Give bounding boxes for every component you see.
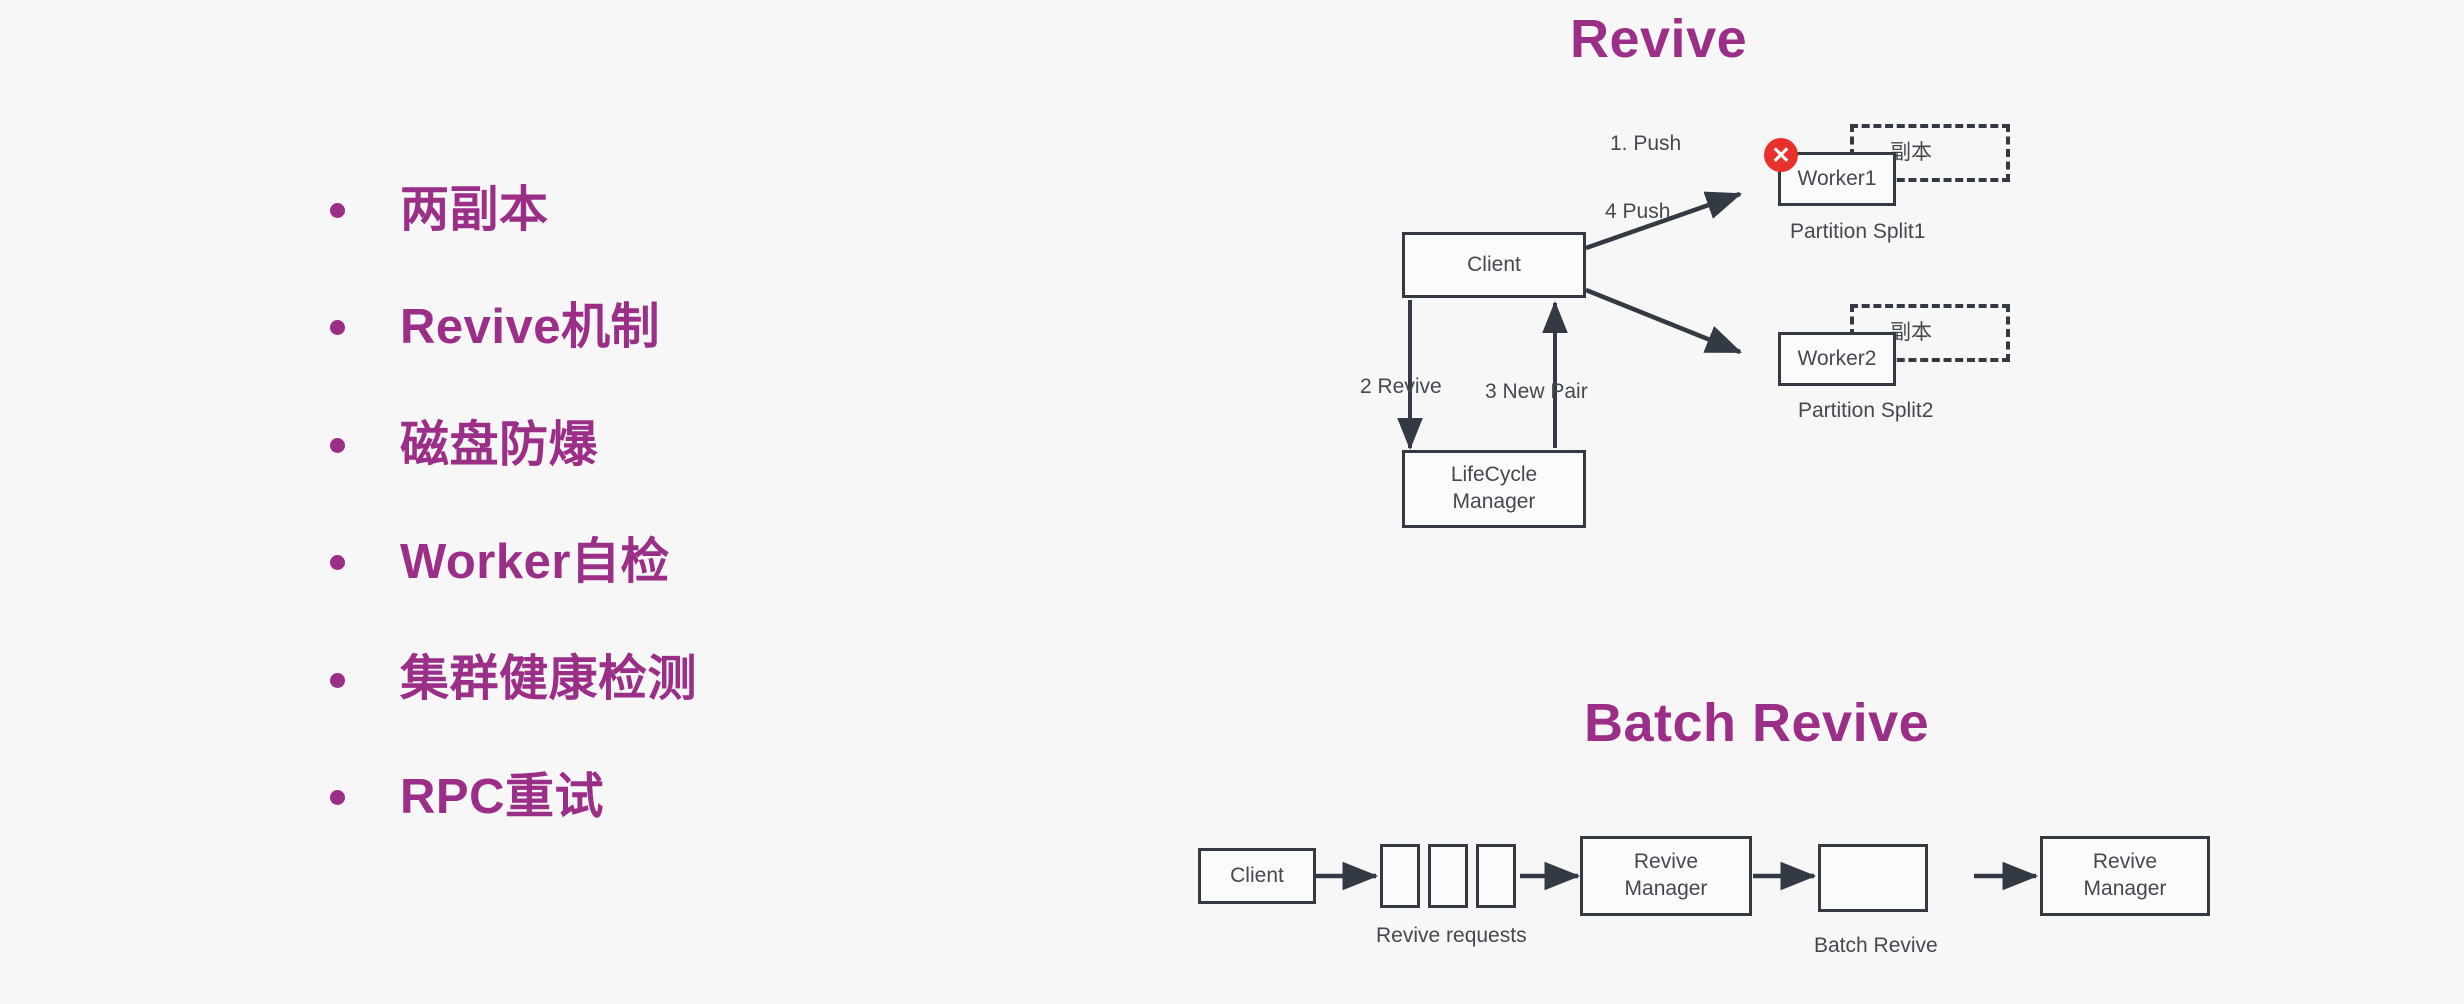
edge-label-push-1: 1. Push xyxy=(1610,132,1682,155)
caption-batch-revive: Batch Revive xyxy=(1814,934,1938,957)
node-worker1[interactable]: Worker1 xyxy=(1778,152,1896,206)
lifecycle-manager-line1: LifeCycle xyxy=(1450,463,1538,487)
bullet-label: 磁盘防爆 xyxy=(400,417,599,472)
node-client[interactable]: Client xyxy=(1402,232,1586,298)
node-revive-request-1[interactable] xyxy=(1380,844,1420,908)
lifecycle-manager-line2: Manager xyxy=(1452,490,1536,513)
edge-label-push-4: 4 Push xyxy=(1605,200,1671,223)
caption-revive-requests: Revive requests xyxy=(1376,924,1527,947)
batch-revive-diagram-title: Batch Revive xyxy=(1584,693,1930,753)
bullet-dot-icon xyxy=(330,790,345,806)
node-worker2[interactable]: Worker2 xyxy=(1778,332,1896,386)
edge-label-revive-2: 2 Revive xyxy=(1360,375,1442,398)
batch-diagram-connectors xyxy=(1315,861,2039,891)
revive-manager-1-line1: Revive xyxy=(1633,850,1699,874)
bullet-dot-icon xyxy=(330,437,345,453)
caption-partition-split1: Partition Split1 xyxy=(1790,220,1926,243)
revive-manager-2-line1: Revive xyxy=(2092,850,2158,874)
node-revive-request-2[interactable] xyxy=(1428,844,1468,908)
bullet-label: 集群健康检测 xyxy=(400,652,698,707)
node-revive-manager-2[interactable]: Revive Manager xyxy=(2040,836,2210,916)
node-revive-request-3[interactable] xyxy=(1476,844,1516,908)
bullet-dot-icon xyxy=(330,320,345,336)
list-item: 集群健康检测 xyxy=(330,652,1230,707)
revive-manager-1-line2: Manager xyxy=(1624,877,1708,900)
error-x-icon: ✕ xyxy=(1764,138,1798,172)
node-revive-manager-1[interactable]: Revive Manager xyxy=(1580,836,1752,916)
edge-label-new-pair-3: 3 New Pair xyxy=(1485,380,1588,403)
caption-partition-split2: Partition Split2 xyxy=(1798,399,1934,422)
list-item: Worker自检 xyxy=(330,535,1230,589)
node-batch-revive-box[interactable] xyxy=(1818,844,1928,912)
revive-diagram-connectors xyxy=(1397,191,1743,450)
bullet-label: 两副本 xyxy=(400,182,549,237)
list-item: RPC重试 xyxy=(330,769,1230,824)
bullet-dot-icon xyxy=(330,202,345,218)
list-item: 两副本 xyxy=(330,182,1230,237)
revive-diagram: Revive Client 副本 Worker1 ✕ Partition Spl… xyxy=(1330,0,2464,640)
list-item: Revive机制 xyxy=(330,300,1230,355)
bullet-label: Revive机制 xyxy=(400,300,661,355)
batch-revive-diagram: Batch Revive Client Revive requests Revi… xyxy=(1180,640,2464,1004)
revive-manager-2-line2: Manager xyxy=(2083,877,2167,900)
list-item: 磁盘防爆 xyxy=(330,417,1230,472)
bullet-list: 两副本 Revive机制 磁盘防爆 Worker自检 集群健康检测 RPC重试 xyxy=(330,0,1230,1004)
revive-diagram-title: Revive xyxy=(1570,9,1748,69)
node-client[interactable]: Client xyxy=(1198,848,1316,904)
bullet-dot-icon xyxy=(330,555,345,571)
node-lifecycle-manager[interactable]: LifeCycle Manager xyxy=(1402,450,1586,528)
bullet-label: RPC重试 xyxy=(400,769,604,824)
bullet-label: Worker自检 xyxy=(400,535,670,589)
bullet-dot-icon xyxy=(330,672,345,688)
